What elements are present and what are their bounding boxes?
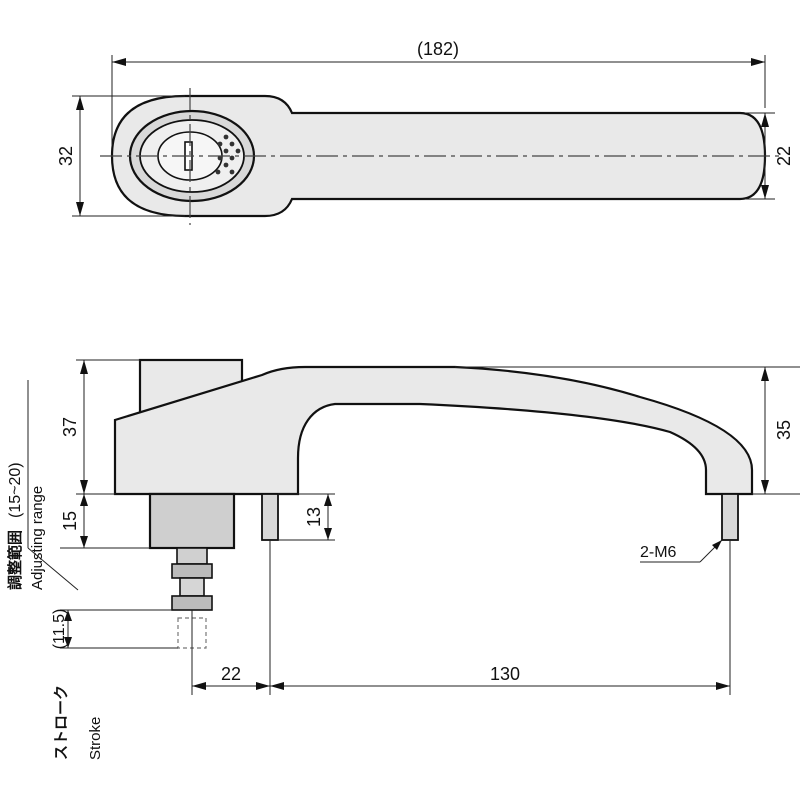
dim-body-height: 32 (56, 146, 76, 166)
bolt-nut-2 (171, 595, 213, 611)
stud-right (721, 493, 739, 541)
dim-grip-height-side: 35 (774, 420, 794, 440)
svg-text:Adjusting range: Adjusting range (29, 486, 46, 590)
thread-label: 2-M6 (640, 544, 677, 561)
adjusting-range-label: 調整範囲 (15~20) Adjusting range (6, 462, 46, 590)
dim-overall-length: (182) (417, 39, 459, 59)
bolt-thread (179, 577, 205, 597)
stud-left (261, 493, 279, 541)
side-view: 22 130 35 37 15 13 (6, 358, 800, 760)
lock-body (148, 492, 236, 550)
dim-stroke-value: (11.5) (51, 609, 68, 650)
svg-text:調整範囲: 調整範囲 (6, 530, 24, 590)
rotation-marks (215, 134, 241, 175)
bolt-neck (176, 547, 208, 565)
top-view: (182) 32 22 (56, 39, 794, 225)
dim-grip-height-top: 22 (774, 146, 794, 166)
svg-text:ストローク: ストローク (52, 685, 70, 760)
handle-side-outline (113, 365, 754, 496)
dim-stud-height: 13 (304, 507, 324, 527)
dim-total-height: 37 (60, 417, 80, 437)
dim-pitch-main: 130 (490, 664, 520, 684)
stroke-label: ストローク Stroke (52, 685, 104, 760)
svg-text:(15~20): (15~20) (7, 462, 24, 518)
dim-pitch-left: 22 (221, 664, 241, 684)
svg-text:Stroke: Stroke (87, 717, 104, 760)
dim-boss-height: 15 (60, 511, 80, 531)
bolt-nut-1 (171, 563, 213, 579)
